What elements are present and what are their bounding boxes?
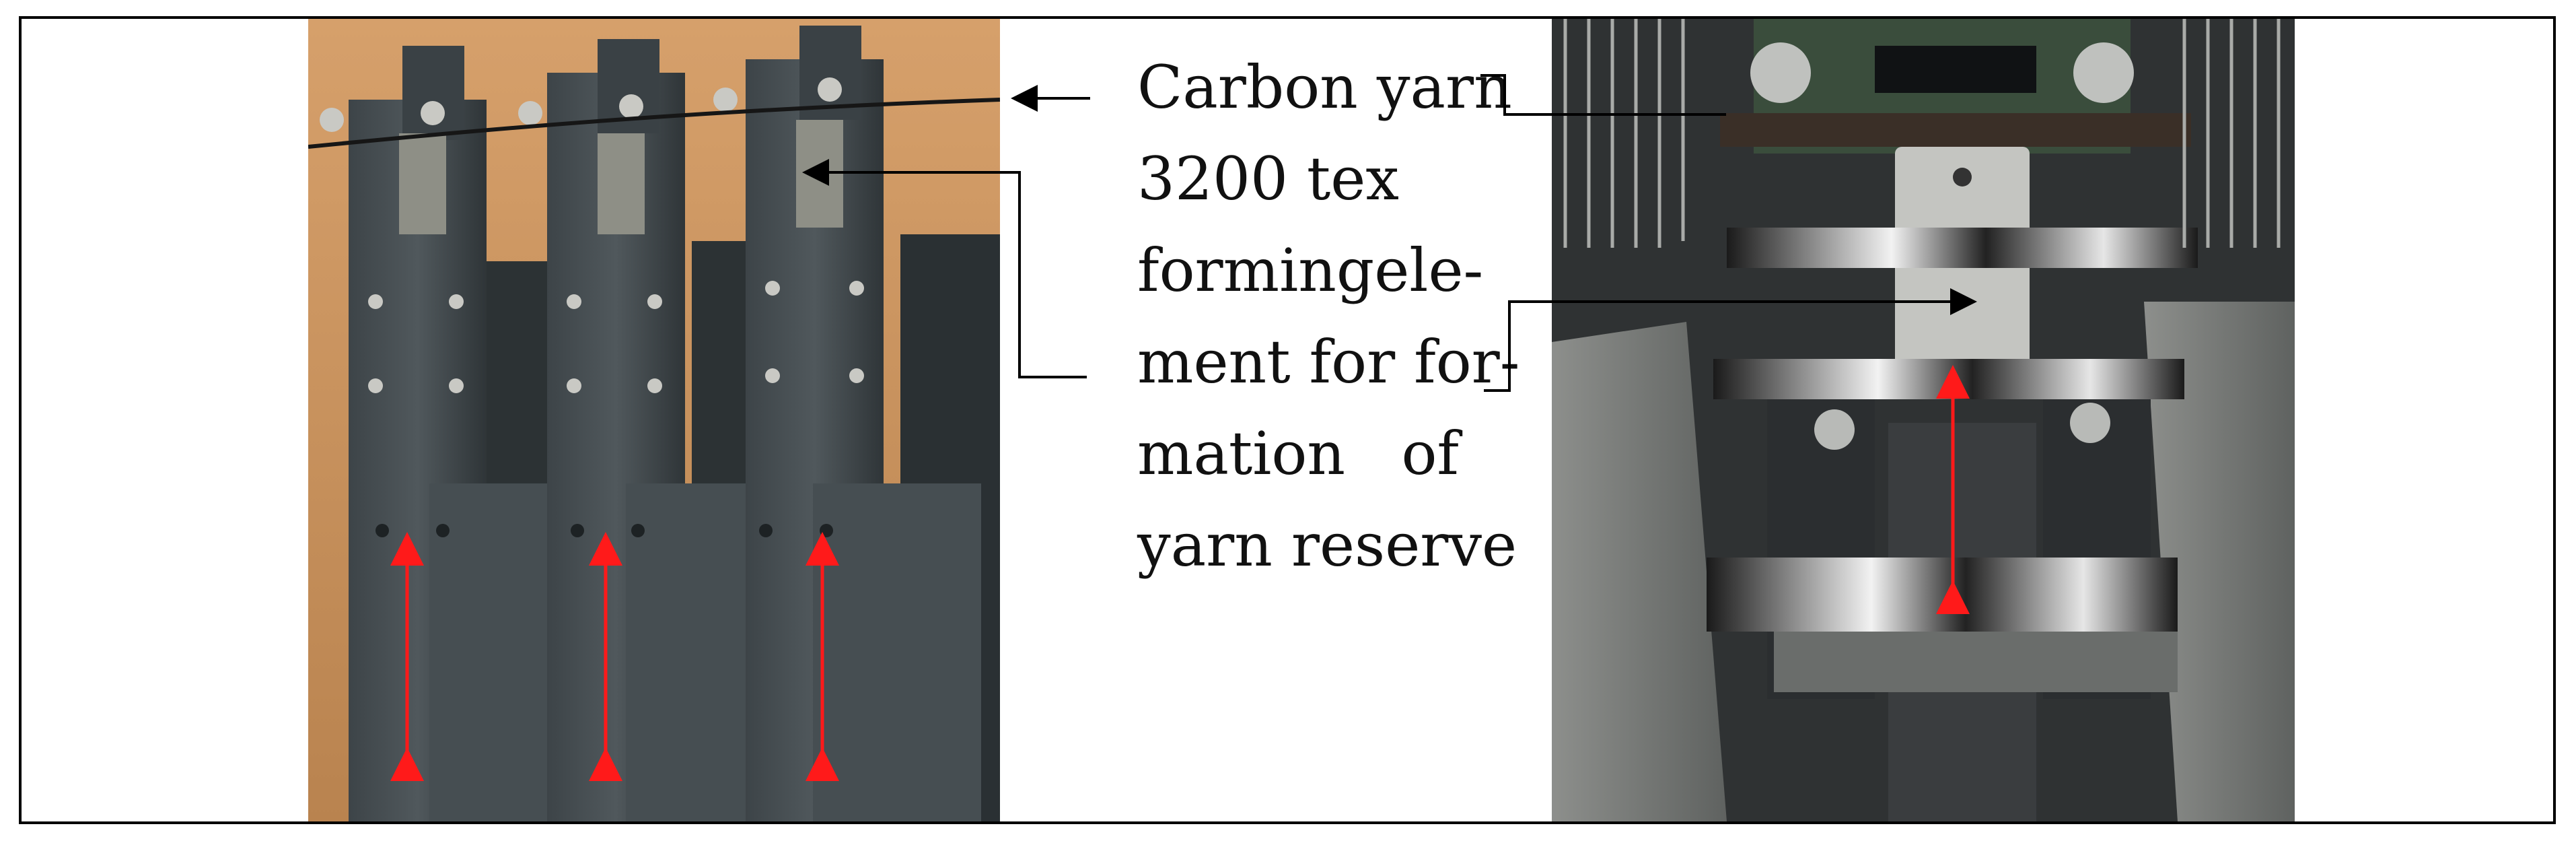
photo-forming-elements-left xyxy=(308,19,1000,821)
label-element-line-1: forming ele- xyxy=(1137,225,1483,316)
photo-left-drawing xyxy=(308,19,1000,821)
label-element-line-2: ment for for- xyxy=(1137,327,1520,397)
label-carbon-yarn-line-2: 3200 tex xyxy=(1137,144,1399,213)
label-element-line-1-word-b: ele- xyxy=(1374,236,1484,305)
label-element-line-3-word-a: mation xyxy=(1137,419,1346,488)
annotation-text-block: Carbon yarn 3200 tex forming ele- ment f… xyxy=(1137,42,1520,591)
label-element-line-4: yarn reserve xyxy=(1137,510,1517,580)
label-element-line-1-word-a: forming xyxy=(1137,236,1375,305)
label-element-line-3-word-b: of xyxy=(1401,419,1459,488)
photo-yarn-reserve-right xyxy=(1552,19,2295,821)
label-element-line-3: mation of xyxy=(1137,408,1459,500)
label-carbon-yarn-line-1: Carbon yarn xyxy=(1137,53,1512,122)
photo-right-drawing xyxy=(1552,19,2295,821)
